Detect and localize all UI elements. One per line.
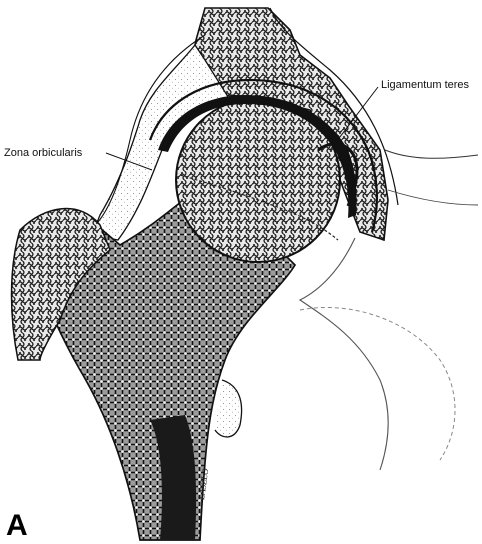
lesser-trochanter <box>215 380 242 437</box>
zona-orbicularis-label: Zona orbicularis <box>4 147 83 159</box>
obturator-outline <box>300 307 455 460</box>
panel-letter: A <box>6 509 28 542</box>
medial-soft-tissue <box>300 238 388 470</box>
lateral-capsule-line <box>385 150 478 158</box>
ligamentum-teres-label: Ligamentum teres <box>381 79 470 91</box>
lateral-capsule-line-2 <box>388 190 478 205</box>
